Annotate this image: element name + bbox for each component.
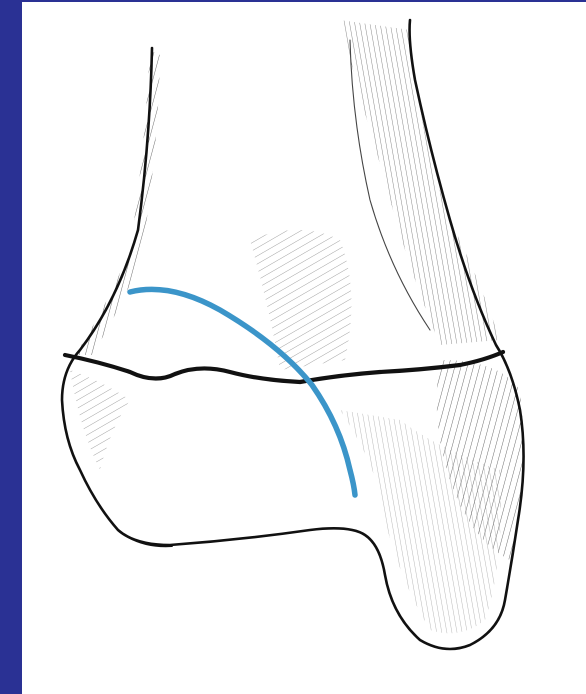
bone-illustration	[0, 0, 586, 694]
slide-background	[0, 0, 586, 694]
